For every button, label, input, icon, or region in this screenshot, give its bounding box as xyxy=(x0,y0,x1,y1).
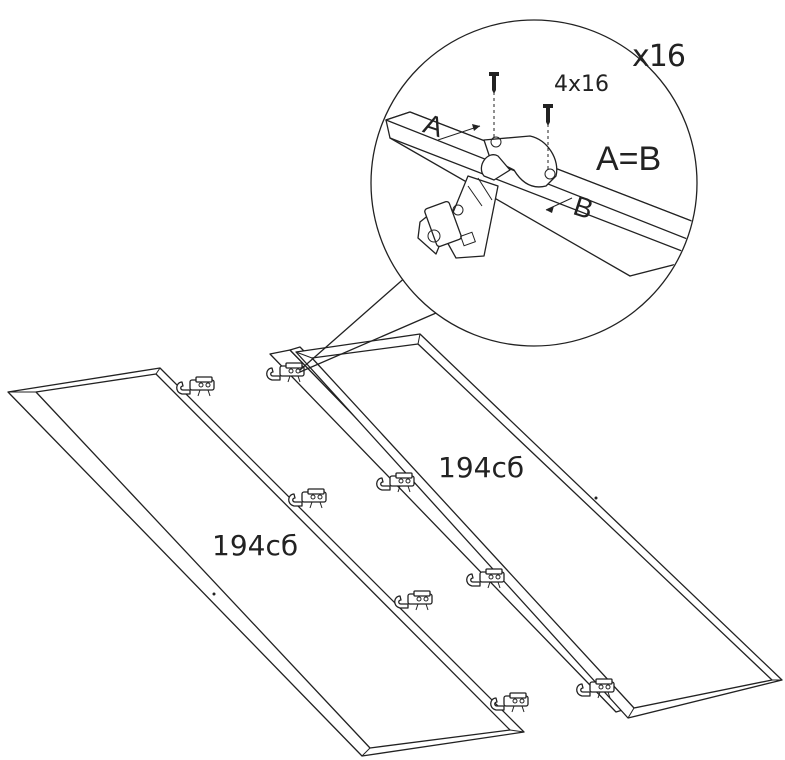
screw-icon xyxy=(489,72,553,172)
detail-callout xyxy=(370,19,698,347)
equality-label: A=B xyxy=(596,140,662,178)
quantity-label: x16 xyxy=(632,39,686,74)
right-panel xyxy=(295,333,783,719)
hinge-icon xyxy=(417,135,558,259)
screw-spec-label: 4x16 xyxy=(554,72,610,97)
left-panel xyxy=(7,367,525,757)
panel-label-right: 194сб xyxy=(438,451,525,484)
panel-label-left: 194сб xyxy=(212,529,299,562)
